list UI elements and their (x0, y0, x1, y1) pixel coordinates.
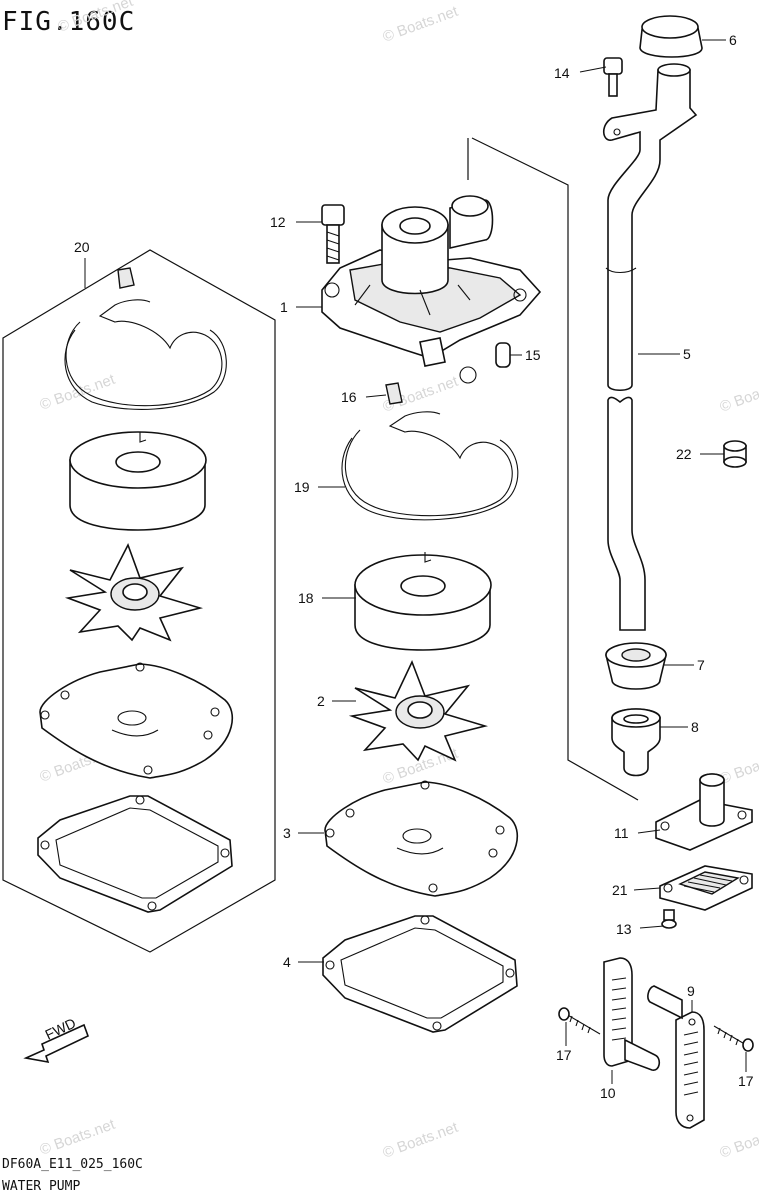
callout-21: 21 (612, 882, 628, 898)
water-tube-lower (607, 396, 646, 631)
callout-13: 13 (616, 921, 632, 937)
callout-8: 8 (691, 719, 699, 735)
watermark: © Boats.net (38, 1116, 118, 1159)
grommet-22 (723, 440, 747, 468)
callout-5: 5 (683, 346, 691, 362)
plate-11 (655, 773, 753, 851)
bolt-12 (321, 204, 345, 264)
callout-19: 19 (294, 479, 310, 495)
assembly-frame (471, 137, 639, 801)
seal-8 (611, 708, 661, 777)
callouts: 1 2 3 4 5 6 7 8 9 10 11 12 13 14 15 16 1… (74, 32, 754, 1101)
screw-17-left (558, 1007, 601, 1035)
callout-20: 20 (74, 239, 90, 255)
model-code: DF60A_E11_025_160C (2, 1157, 143, 1172)
kit-20-frame (2, 249, 276, 953)
callout-6: 6 (729, 32, 737, 48)
callout-22: 22 (676, 446, 692, 462)
watermark: © Boats.net (381, 3, 461, 46)
callout-17: 17 (556, 1047, 572, 1063)
grommet-6 (639, 15, 703, 58)
callout-18: 18 (298, 590, 314, 606)
screw-17-right (713, 1025, 754, 1052)
callout-9: 9 (687, 983, 695, 999)
holder-9 (647, 985, 705, 1129)
screen-21 (659, 865, 753, 911)
watermark: © Boats.net (718, 373, 759, 416)
impeller-housing-18 (354, 552, 492, 651)
callout-11: 11 (614, 825, 629, 841)
pump-case (321, 195, 542, 384)
callout-4: 4 (283, 954, 291, 970)
plate-3 (324, 780, 519, 897)
screw-13 (661, 909, 677, 929)
kit-plate (39, 662, 234, 779)
callout-15: 15 (525, 347, 541, 363)
callout-3: 3 (283, 825, 291, 841)
gasket-4 (322, 915, 518, 1033)
callout-16: 16 (341, 389, 357, 405)
grommet-7 (605, 642, 667, 690)
fwd-arrow: FWD (23, 1015, 90, 1064)
seal-ring-19 (341, 411, 519, 521)
callout-12: 12 (270, 214, 286, 230)
kit-impeller-housing (69, 431, 207, 531)
callout-17: 17 (738, 1073, 754, 1089)
bolt-14 (603, 57, 623, 97)
impeller-2 (348, 659, 489, 762)
kit-oring (64, 267, 227, 410)
watermark: © Boats.net (381, 1119, 461, 1162)
kit-impeller (64, 543, 204, 642)
leader-lines (296, 39, 747, 1084)
watermark: © Boats.net (718, 1119, 759, 1162)
water-tube-upper (602, 63, 698, 392)
holder-10 (603, 957, 661, 1071)
key-16 (385, 382, 403, 405)
callout-7: 7 (697, 657, 705, 673)
figure-title: FIG.160C (2, 7, 135, 37)
callout-2: 2 (317, 693, 325, 709)
figure-caption: WATER PUMP (2, 1179, 80, 1194)
kit-gasket (37, 795, 233, 913)
callout-10: 10 (600, 1085, 616, 1101)
dowel-pin-15 (495, 342, 511, 368)
callout-14: 14 (554, 65, 570, 81)
callout-1: 1 (280, 299, 288, 315)
